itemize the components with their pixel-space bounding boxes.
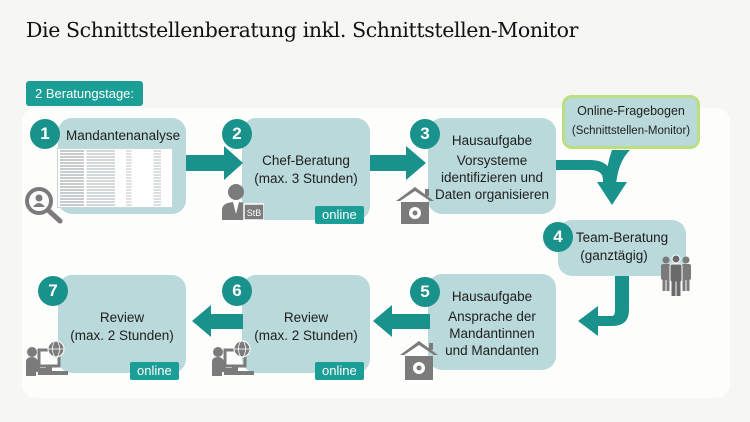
web-user-icon <box>26 340 70 383</box>
house-gear-icon <box>400 340 438 385</box>
online-badge: online <box>130 362 179 380</box>
step-label: Hausaufgabe <box>451 289 533 304</box>
spreadsheet-thumbnail <box>57 148 173 208</box>
step-label: und Mandanten <box>445 343 539 358</box>
step-label: (max. 2 Stunden) <box>70 328 174 343</box>
step-label: identifizieren und <box>440 170 544 185</box>
web-user-icon <box>212 340 256 383</box>
tax-advisor-icon: StB <box>222 182 265 225</box>
step-label: Daten organisieren <box>434 187 550 202</box>
questionnaire-subtitle: (Schnittstellen-Monitor) <box>571 125 691 137</box>
step-label: Vorsysteme <box>456 153 528 168</box>
step-number-7: 7 <box>38 276 68 306</box>
step-6-box: Review (max. 2 Stunden) <box>242 275 370 373</box>
step-3-box: Hausaufgabe Vorsysteme identifizieren un… <box>428 118 556 214</box>
team-icon <box>660 254 692 301</box>
step-label: Hausaufgabe <box>451 133 533 148</box>
step-label: Ansprache der <box>448 309 536 324</box>
search-person-icon <box>24 186 66 229</box>
step-5-box: Hausaufgabe Ansprache der Mandantinnen u… <box>428 274 556 370</box>
step-label: (max. 2 Stunden) <box>254 328 358 343</box>
step-number-2: 2 <box>222 119 252 149</box>
house-gear-icon <box>396 186 434 229</box>
online-badge: online <box>315 362 364 380</box>
step-2-box: Chef-Beratung (max. 3 Stunden) <box>242 118 370 220</box>
step-label: Review <box>283 310 329 325</box>
page-title: Die Schnittstellenberatung inkl. Schnitt… <box>26 18 578 42</box>
step-7-box: Review (max. 2 Stunden) <box>58 275 186 373</box>
step-number-5: 5 <box>410 277 440 307</box>
questionnaire-title: Online-Fragebogen <box>577 104 685 118</box>
step-label: (ganztägig) <box>580 248 648 263</box>
step-label: Mandantenanalyse <box>66 128 181 143</box>
step-number-1: 1 <box>30 119 60 149</box>
step-label: Chef-Beratung <box>262 153 350 168</box>
step-label: (max. 3 Stunden) <box>254 171 358 186</box>
step-label: Review <box>99 310 145 325</box>
step-number-3: 3 <box>410 119 440 149</box>
step-label: Team-Beratung <box>575 230 669 245</box>
consulting-days-badge: 2 Beratungstage: <box>26 81 144 106</box>
step-number-6: 6 <box>222 276 252 306</box>
step-number-4: 4 <box>543 222 573 252</box>
online-badge: online <box>315 206 364 224</box>
step-label: Mandantinnen <box>449 326 535 341</box>
online-questionnaire-box: Online-Fragebogen (Schnittstellen-Monito… <box>562 95 700 149</box>
tax-advisor-badge-text: StB <box>247 208 262 218</box>
